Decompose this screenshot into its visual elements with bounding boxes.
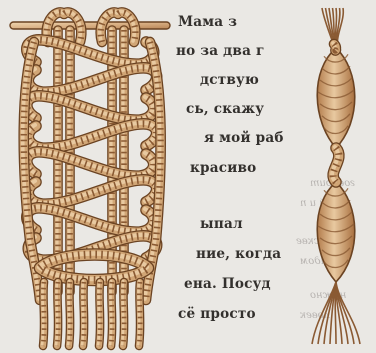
hanging-end-1 (56, 281, 58, 346)
knot-loop-3 (27, 123, 156, 148)
hanging-end-6 (122, 281, 124, 346)
square-knot-panel (10, 11, 170, 346)
hanging-end-2 (68, 281, 70, 346)
hanging-end-7 (138, 281, 140, 346)
hanging-end-5 (110, 281, 112, 346)
knot-loop-4 (26, 151, 154, 176)
twist-bulb-lower (317, 182, 355, 282)
hanging-end-4 (98, 281, 100, 346)
twist-bulb-upper (317, 48, 355, 148)
knot-loop-5 (27, 179, 156, 204)
twist-waist (332, 147, 339, 182)
knot-loop-1 (27, 67, 156, 92)
hanging-end-0 (42, 281, 44, 346)
knot-loop-2 (26, 95, 154, 120)
bottom-fringe-8 (336, 282, 360, 344)
holding-rod (10, 22, 170, 29)
twisted-knot-cord (312, 8, 360, 344)
hanging-ends (42, 281, 140, 346)
knot-loop-6 (26, 207, 154, 232)
knot-loops (23, 39, 161, 300)
twist-top-neck (333, 43, 336, 51)
hanging-end-3 (82, 281, 84, 346)
